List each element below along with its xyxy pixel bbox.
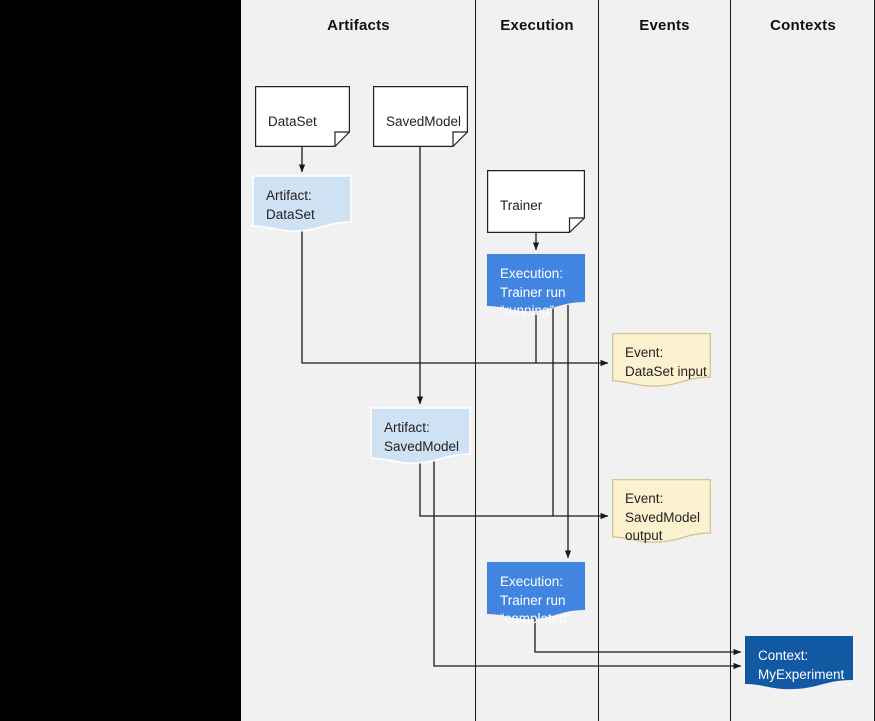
diagram-board: Artifacts Execution Events Contexts [241,0,875,721]
node-label: DataSet [268,114,317,129]
node-label: Artifact: SavedModel [384,420,460,454]
column-divider-execution-events [598,0,599,721]
node-label: Event: DataSet input [625,345,707,379]
node-trainer-document[interactable]: Trainer [487,170,585,233]
node-label: Trainer [500,198,543,213]
node-savedmodel-document[interactable]: SavedModel [373,86,468,147]
edge-execution-completed-to-context [534,614,742,656]
column-header-events: Events [639,17,690,34]
node-label: Artifact: DataSet [266,188,315,222]
node-context-myexperiment[interactable]: Context: MyExperiment [745,636,853,692]
node-label: Execution: Trainer run “completed” [500,574,572,626]
node-label: Event: SavedModel output [625,491,701,543]
node-artifact-savedmodel[interactable]: Artifact: SavedModel [370,407,471,466]
column-header-execution: Execution [500,17,574,34]
connector-layer [298,147,742,670]
node-event-dataset-input[interactable]: Event: DataSet input [612,333,711,389]
column-divider-events-contexts [730,0,731,721]
node-execution-completed[interactable]: Execution: Trainer run “completed” [487,562,585,626]
node-label: Context: MyExperiment [758,648,845,682]
node-label: Execution: Trainer run “running” [500,266,566,318]
column-header-artifacts: Artifacts [327,17,390,34]
column-divider-artifacts-execution [475,0,476,721]
column-header-contexts: Contexts [770,17,836,34]
edge-artifact-savedmodel-to-event-output [419,455,609,520]
node-event-savedmodel-output[interactable]: Event: SavedModel output [612,479,711,545]
edge-artifact-savedmodel-to-context [433,455,742,670]
node-execution-running[interactable]: Execution: Trainer run “running” [487,254,585,318]
edge-artifact-dataset-to-event-input [301,222,609,367]
node-label: SavedModel [386,114,462,129]
node-dataset-document[interactable]: DataSet [255,86,350,147]
node-artifact-dataset[interactable]: Artifact: DataSet [252,175,352,234]
